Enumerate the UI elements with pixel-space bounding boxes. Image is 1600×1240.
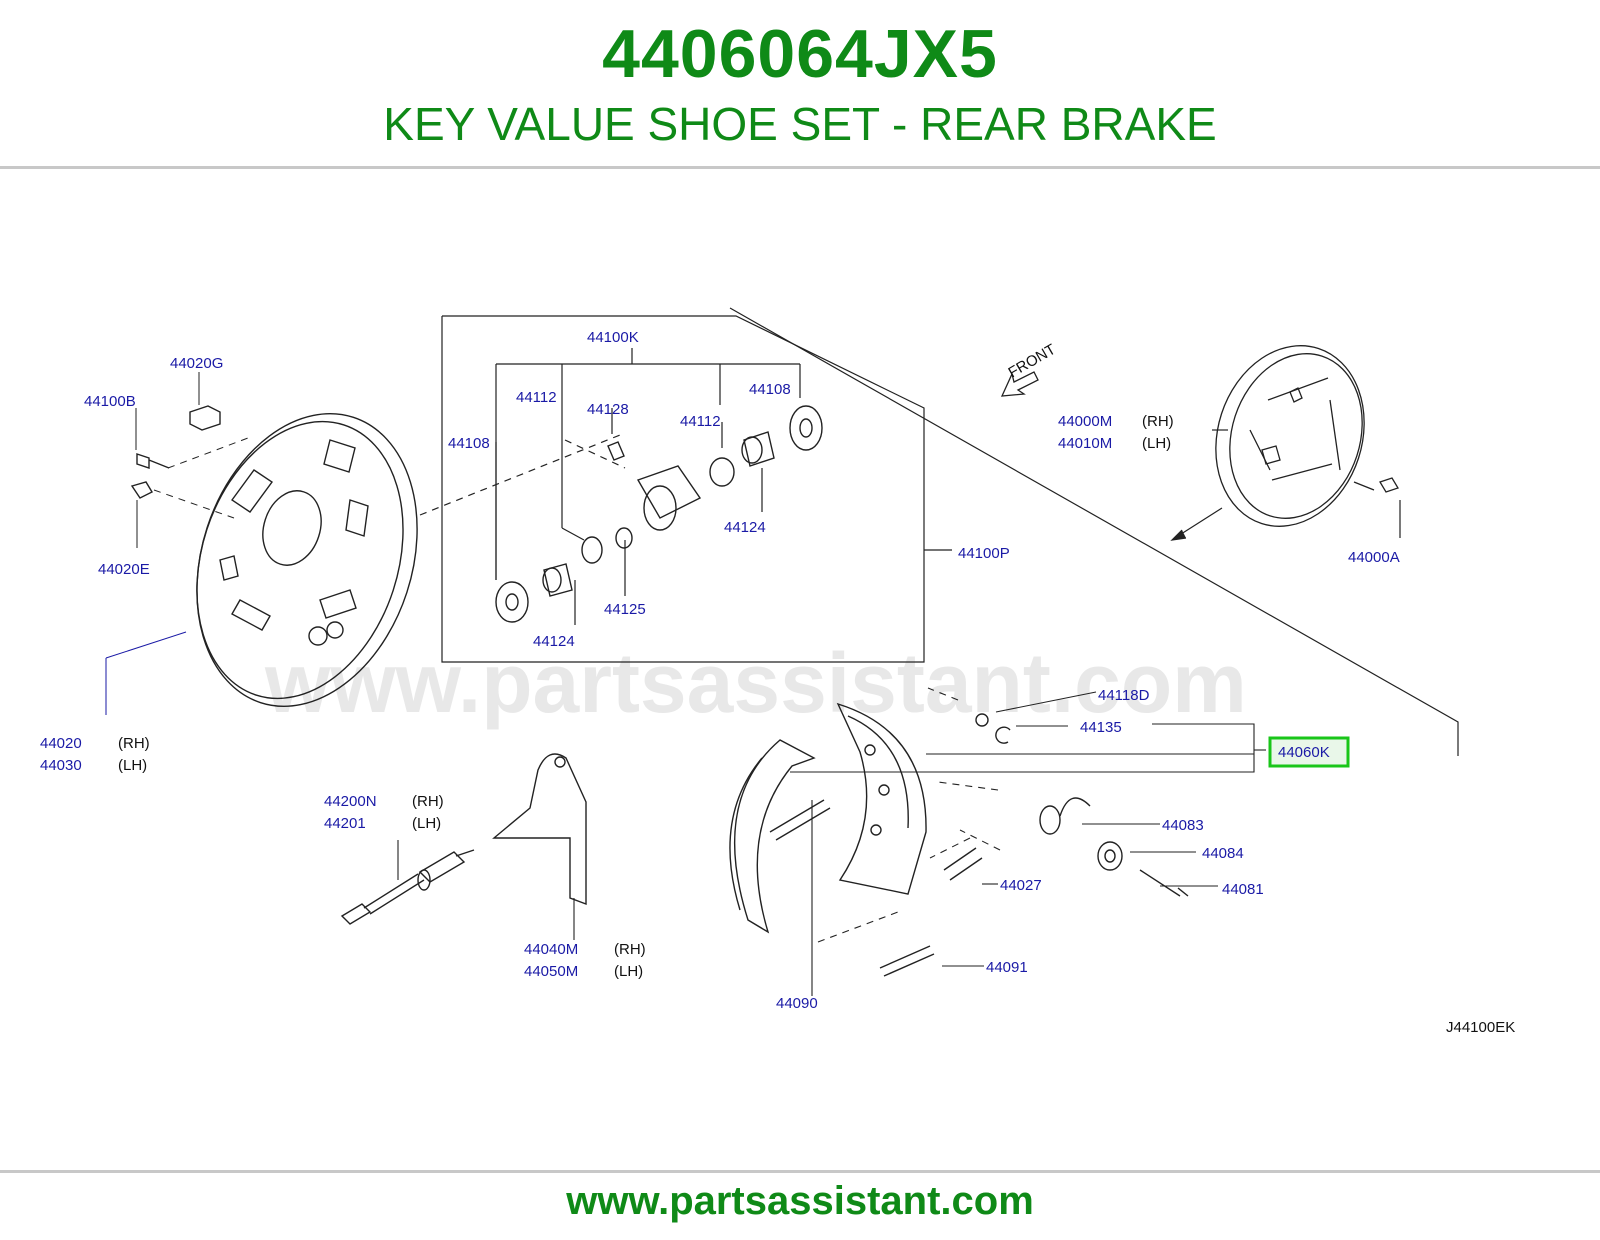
label-44100p: 44100P [958, 545, 1010, 562]
label-44135: 44135 [1080, 719, 1122, 736]
label-44200n: 44200N [324, 793, 377, 810]
label-44081: 44081 [1222, 881, 1264, 898]
label-44020e: 44020E [98, 561, 150, 578]
adjuster-and-lever [340, 753, 587, 925]
highlight-44060k[interactable] [1268, 736, 1350, 768]
front-label: FRONT [1006, 341, 1059, 382]
label-44083: 44083 [1162, 817, 1204, 834]
brake-shoes [729, 702, 1189, 977]
footer-divider [0, 1170, 1600, 1173]
header-divider [0, 166, 1600, 169]
label-44027: 44027 [1000, 877, 1042, 894]
header: 4406064JX5 KEY VALUE SHOE SET - REAR BRA… [0, 0, 1600, 168]
label-44010m: 44010M [1058, 435, 1112, 452]
part-number-title: 4406064JX5 [602, 16, 998, 92]
label-44124-left: 44124 [533, 633, 575, 650]
part-description: KEY VALUE SHOE SET - REAR BRAKE [383, 98, 1217, 150]
label-44000m-rh: (RH) [1142, 413, 1174, 430]
label-44020: 44020 [40, 735, 82, 752]
label-44112-left: 44112 [516, 389, 557, 406]
label-44100k: 44100K [587, 329, 639, 346]
label-44000m: 44000M [1058, 413, 1112, 430]
label-44030-lh: (LH) [118, 757, 147, 774]
label-44108-left: 44108 [448, 435, 490, 452]
cylinder-parts [495, 405, 823, 623]
plug-44020g [189, 405, 221, 431]
plug-44020e [130, 481, 153, 499]
label-44020g: 44020G [170, 355, 223, 372]
label-44020-rh: (RH) [118, 735, 150, 752]
label-44108-right: 44108 [749, 381, 791, 398]
label-44128: 44128 [587, 401, 629, 418]
wheel-cylinder-box [419, 315, 952, 663]
label-44091: 44091 [986, 959, 1028, 976]
label-44112-right: 44112 [680, 413, 721, 430]
label-44060k[interactable]: 44060K [1278, 744, 1330, 761]
label-44040m-rh: (RH) [614, 941, 646, 958]
label-44090: 44090 [776, 995, 818, 1012]
bolt-44100b [136, 453, 170, 469]
label-44201-lh: (LH) [412, 815, 441, 832]
footer-url[interactable]: www.partsassistant.com [566, 1179, 1034, 1223]
label-44100b: 44100B [84, 393, 136, 410]
label-44010m-lh: (LH) [1142, 435, 1171, 452]
label-44201: 44201 [324, 815, 366, 832]
label-44040m: 44040M [524, 941, 578, 958]
label-44000a: 44000A [1348, 549, 1400, 566]
label-44030: 44030 [40, 757, 82, 774]
label-44118d: 44118D [1098, 687, 1150, 704]
label-44050m: 44050M [524, 963, 578, 980]
diagram-code: J44100EK [1446, 1019, 1515, 1036]
label-44050m-lh: (LH) [614, 963, 643, 980]
backing-plate [196, 412, 418, 708]
front-arrow: FRONT [1000, 341, 1059, 397]
watermark: www.partsassistant.com [264, 636, 1247, 730]
brake-assembly [1215, 345, 1399, 527]
label-44084: 44084 [1202, 845, 1244, 862]
label-44200n-rh: (RH) [412, 793, 444, 810]
label-44125: 44125 [604, 601, 646, 618]
label-44124-right: 44124 [724, 519, 766, 536]
